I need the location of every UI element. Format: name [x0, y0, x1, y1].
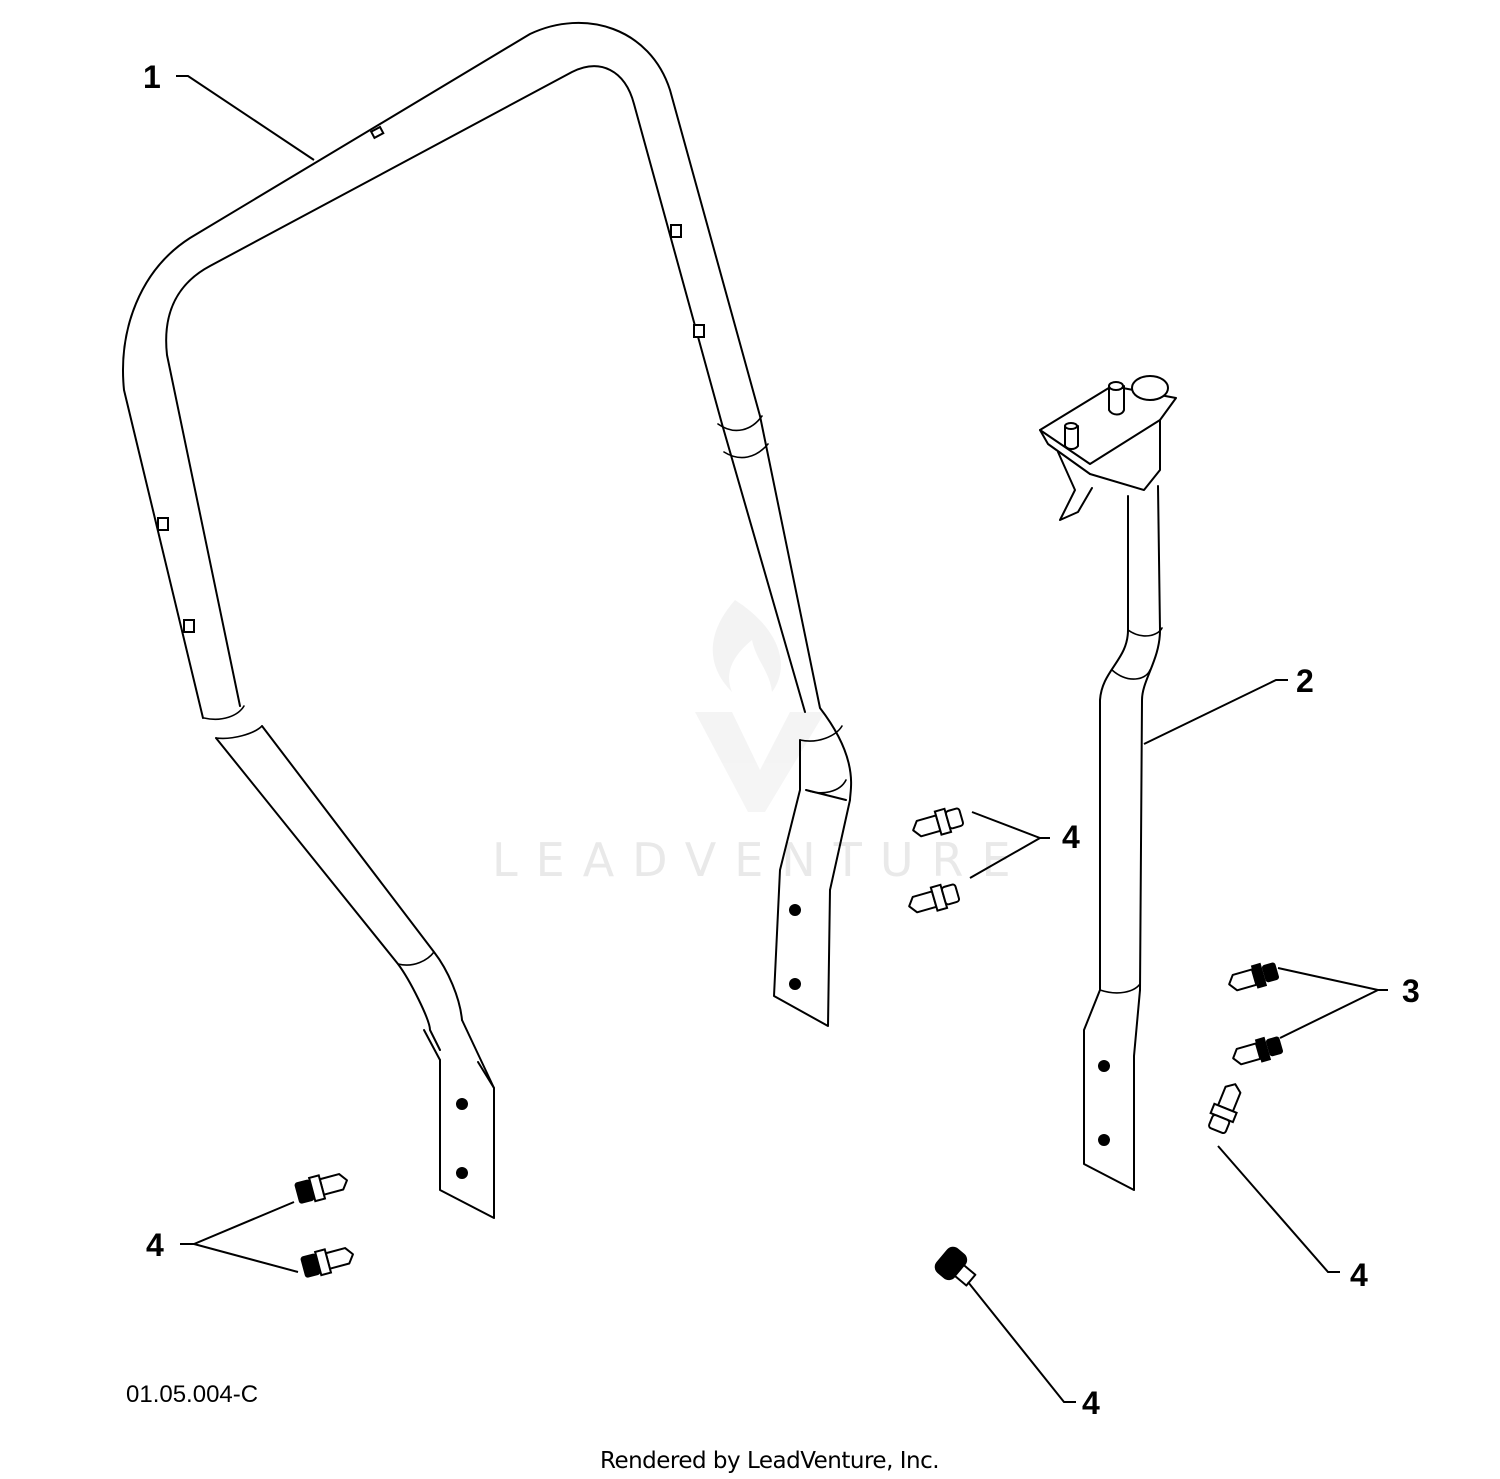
leader-lines	[176, 75, 1388, 1403]
bolt-right-angled	[1208, 1083, 1242, 1135]
footer-credit: Rendered by LeadVenture, Inc.	[600, 1448, 939, 1474]
bolt-right-1	[1228, 962, 1279, 992]
bolt-left-1	[294, 1173, 348, 1204]
bolt-center-2	[908, 883, 960, 914]
callout-part-4-bottom: 4	[1082, 1385, 1100, 1421]
callout-part-4-right: 4	[1350, 1257, 1368, 1293]
callout-part-4-left: 4	[146, 1227, 164, 1263]
drawing-code: 01.05.004-C	[126, 1381, 258, 1408]
watermark-flame-icon	[695, 600, 825, 812]
callout-part-2: 2	[1296, 663, 1314, 699]
bolt-center-1	[912, 807, 964, 838]
callout-part-3: 3	[1402, 973, 1420, 1009]
hoop-outer-edge	[122, 21, 853, 891]
callout-part-4-center: 4	[1062, 819, 1080, 855]
part-1-hoop	[122, 21, 853, 1219]
watermark: LEADVENTURE	[492, 600, 1029, 887]
part-2-bracket	[1039, 375, 1177, 1191]
bolts	[294, 807, 1283, 1287]
callout-part-1: 1	[143, 59, 161, 95]
watermark-text: LEADVENTURE	[492, 833, 1029, 887]
hoop-inner-edge	[165, 65, 806, 713]
bolt-bottom	[934, 1246, 977, 1287]
bolt-left-2	[300, 1247, 354, 1278]
callouts: 1 2 3 4 4 4 4	[143, 59, 1420, 1421]
bolt-right-2	[1232, 1036, 1283, 1066]
